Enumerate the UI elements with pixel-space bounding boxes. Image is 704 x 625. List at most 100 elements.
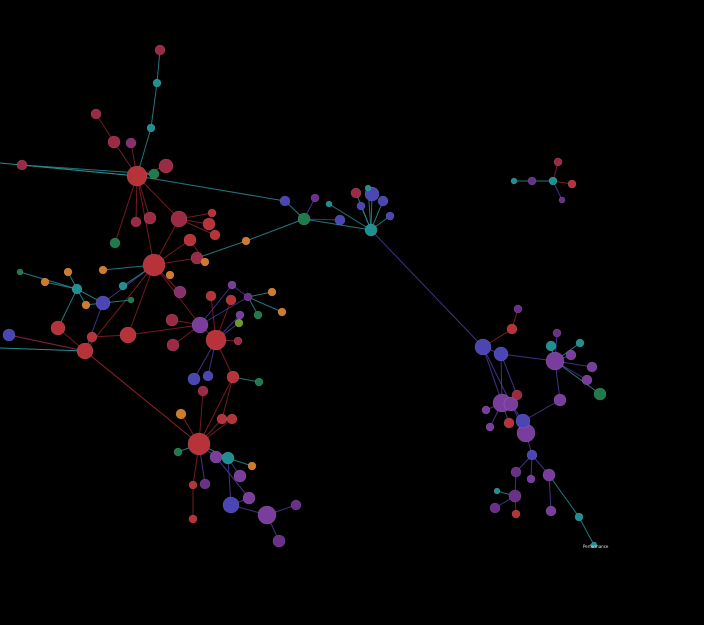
graph-node[interactable] [143, 211, 157, 225]
graph-node[interactable] [197, 385, 209, 397]
graph-node[interactable] [575, 338, 585, 348]
graph-node[interactable] [202, 370, 214, 382]
graph-node[interactable] [350, 187, 362, 199]
graph-node[interactable] [254, 377, 264, 387]
graph-node[interactable] [165, 313, 179, 327]
graph-node[interactable] [226, 413, 238, 425]
graph-node[interactable] [107, 135, 121, 149]
graph-node[interactable] [233, 336, 243, 346]
graph-node[interactable] [173, 285, 187, 299]
graph-node[interactable] [170, 210, 188, 228]
graph-node[interactable] [272, 534, 286, 548]
graph-node[interactable] [510, 177, 518, 185]
graph-node[interactable] [334, 214, 346, 226]
graph-node[interactable] [493, 487, 501, 495]
graph-node[interactable] [76, 342, 94, 360]
graph-node[interactable] [191, 316, 209, 334]
graph-node[interactable] [310, 193, 320, 203]
graph-node[interactable] [71, 283, 83, 295]
graph-node[interactable] [574, 512, 584, 522]
graph-node[interactable] [586, 361, 598, 373]
graph-node[interactable] [187, 372, 201, 386]
graph-node[interactable] [233, 469, 247, 483]
graph-node[interactable] [242, 491, 256, 505]
graph-node[interactable] [175, 408, 187, 420]
graph-node[interactable] [503, 396, 519, 412]
graph-node[interactable] [40, 277, 50, 287]
graph-node[interactable] [205, 290, 217, 302]
graph-node[interactable] [81, 300, 91, 310]
graph-node[interactable] [545, 505, 557, 517]
graph-node[interactable] [552, 328, 562, 338]
graph-node[interactable] [154, 44, 166, 56]
graph-node[interactable] [277, 307, 287, 317]
graph-node[interactable] [183, 233, 197, 247]
graph-node[interactable] [511, 509, 521, 519]
graph-node[interactable] [565, 349, 577, 361]
graph-node[interactable] [511, 389, 523, 401]
graph-node[interactable] [216, 413, 228, 425]
graph-node[interactable] [118, 281, 128, 291]
graph-node[interactable] [590, 541, 598, 549]
graph-node[interactable] [545, 340, 557, 352]
graph-node[interactable] [474, 338, 492, 356]
graph-node[interactable] [166, 338, 180, 352]
graph-node[interactable] [221, 451, 235, 465]
graph-node[interactable] [234, 318, 244, 328]
graph-node[interactable] [247, 461, 257, 471]
graph-node[interactable] [385, 211, 395, 221]
graph-node[interactable] [513, 304, 523, 314]
graph-node[interactable] [165, 270, 175, 280]
graph-node[interactable] [506, 323, 518, 335]
graph-node[interactable] [130, 216, 142, 228]
graph-node[interactable] [63, 267, 73, 277]
graph-node[interactable] [158, 158, 174, 174]
graph-node[interactable] [199, 478, 211, 490]
graph-node[interactable] [126, 165, 148, 187]
graph-node[interactable] [2, 328, 16, 342]
graph-node[interactable] [109, 237, 121, 249]
graph-node[interactable] [173, 447, 183, 457]
graph-node[interactable] [188, 514, 198, 524]
graph-node[interactable] [290, 499, 302, 511]
graph-node[interactable] [188, 480, 198, 490]
graph-node[interactable] [267, 287, 277, 297]
graph-node[interactable] [527, 176, 537, 186]
graph-node[interactable] [190, 251, 204, 265]
graph-node[interactable] [297, 212, 311, 226]
graph-node[interactable] [485, 422, 495, 432]
graph-node[interactable] [493, 346, 509, 362]
graph-node[interactable] [86, 331, 98, 343]
graph-node[interactable] [95, 295, 111, 311]
graph-node[interactable] [200, 257, 210, 267]
graph-node[interactable] [325, 200, 333, 208]
graph-node[interactable] [508, 489, 522, 503]
graph-node[interactable] [558, 196, 566, 204]
graph-node[interactable] [581, 374, 593, 386]
graph-node[interactable] [90, 108, 102, 120]
graph-node[interactable] [205, 329, 227, 351]
graph-node[interactable] [127, 296, 135, 304]
graph-node[interactable] [548, 176, 558, 186]
graph-node[interactable] [225, 294, 237, 306]
graph-node[interactable] [545, 351, 565, 371]
graph-node[interactable] [553, 393, 567, 407]
graph-node[interactable] [202, 217, 216, 231]
graph-node[interactable] [364, 184, 372, 192]
graph-node[interactable] [526, 474, 536, 484]
graph-node[interactable] [241, 236, 251, 246]
graph-node[interactable] [226, 370, 240, 384]
graph-node[interactable] [125, 137, 137, 149]
graph-node[interactable] [222, 496, 240, 514]
graph-node[interactable] [503, 417, 515, 429]
graph-node[interactable] [235, 310, 245, 320]
graph-node[interactable] [526, 449, 538, 461]
graph-node[interactable] [148, 168, 160, 180]
graph-node[interactable] [489, 502, 501, 514]
graph-node[interactable] [593, 387, 607, 401]
graph-node[interactable] [209, 229, 221, 241]
graph-node[interactable] [227, 280, 237, 290]
graph-node[interactable] [16, 159, 28, 171]
